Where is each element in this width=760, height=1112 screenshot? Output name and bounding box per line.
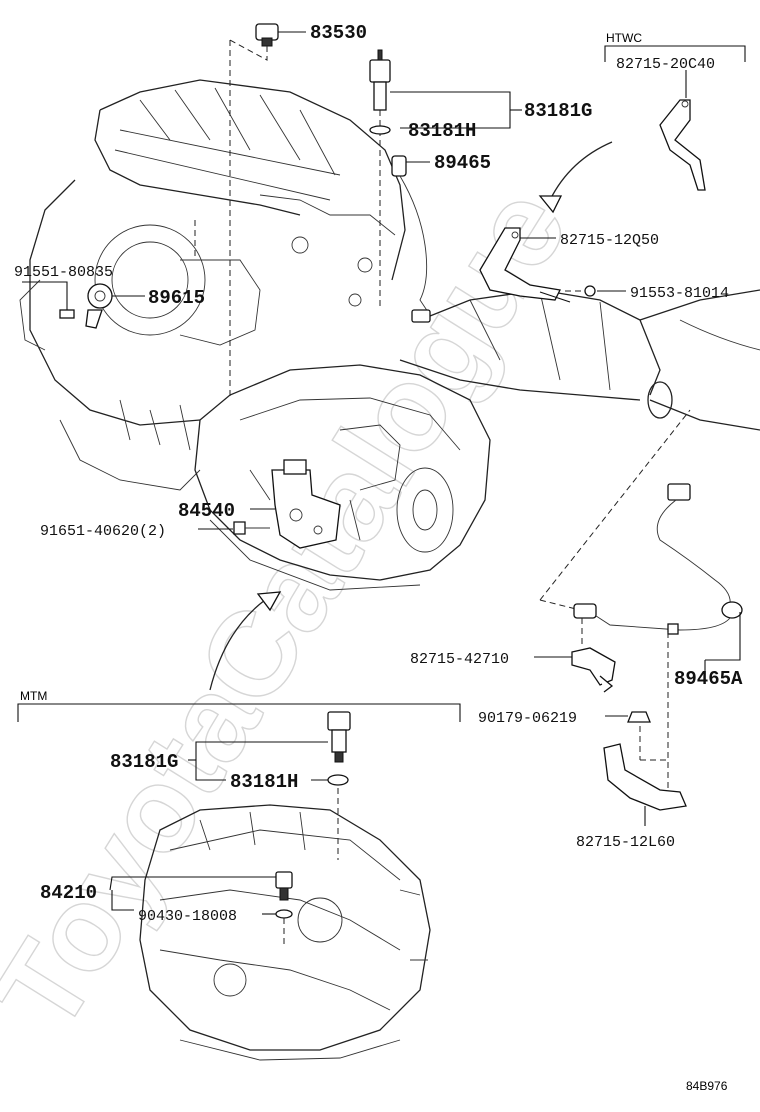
oxygen-sensor-drawing [391, 155, 431, 323]
speed-sensor-bottom-drawing [188, 711, 351, 860]
bracket-82715-42710-drawing [534, 618, 616, 693]
htwc-bracket-frame [604, 45, 746, 62]
manual-transaxle-drawing [139, 804, 431, 1061]
label-89615: 89615 [148, 287, 205, 309]
label-90430-18008: 90430-18008 [138, 908, 237, 925]
label-91553-81014: 91553-81014 [630, 285, 729, 302]
label-83181h-top: 83181H [408, 120, 476, 142]
bolt-91553-drawing [565, 285, 626, 297]
mtm-bracket-frame [17, 703, 461, 722]
label-83181h-bottom: 83181H [230, 771, 298, 793]
neutral-start-switch-drawing [250, 459, 341, 549]
label-82715-42710: 82715-42710 [410, 651, 509, 668]
bolt-91651-drawing [198, 521, 270, 535]
label-83181g-top: 83181G [524, 100, 592, 122]
label-82715-12q50: 82715-12Q50 [560, 232, 659, 249]
label-91551-80835: 91551-80835 [14, 264, 113, 281]
pointer-arrow-upper-head [538, 195, 563, 214]
knock-sensor-drawing [22, 281, 145, 329]
pointer-arrow-upper [549, 141, 613, 201]
label-91651-40620: 91651-40620(2) [40, 523, 166, 540]
label-84540: 84540 [178, 500, 235, 522]
label-82715-12l60: 82715-12L60 [576, 834, 675, 851]
pointer-arrow-lower-head [256, 591, 282, 612]
pointer-arrow-lower [209, 599, 266, 691]
label-htwc: HTWC [606, 31, 642, 45]
oxygen-sensor-a-drawing [539, 409, 743, 675]
htwc-bracket-drawing [659, 70, 706, 191]
engine-assembly-drawing [19, 40, 760, 591]
label-89465: 89465 [434, 152, 491, 174]
label-83530: 83530 [310, 22, 367, 44]
label-83181g-bottom: 83181G [110, 751, 178, 773]
label-84210: 84210 [40, 882, 97, 904]
diagram-code: 84B976 [686, 1079, 728, 1093]
label-82715-20c40: 82715-20C40 [616, 56, 715, 73]
label-mtm: MTM [20, 689, 47, 703]
clip-90179-drawing [605, 711, 651, 723]
bracket-82715-12l60-drawing [603, 632, 687, 826]
oil-pressure-switch-drawing [229, 23, 306, 61]
backup-light-switch-drawing [109, 871, 293, 945]
speed-sensor-top-drawing [369, 49, 522, 135]
label-89465a: 89465A [674, 668, 743, 690]
label-90179-06219: 90179-06219 [478, 710, 577, 727]
